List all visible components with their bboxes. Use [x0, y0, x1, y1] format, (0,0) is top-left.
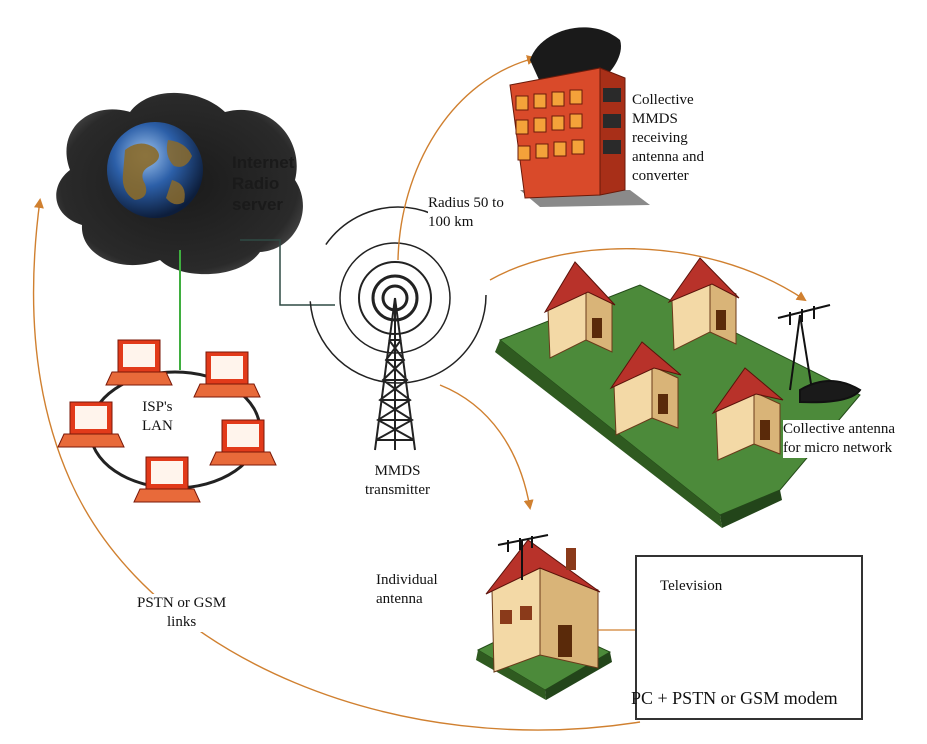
house-icon-2	[667, 257, 740, 351]
isp-lan-label: ISP's LAN	[136, 398, 179, 436]
arc-to-house	[439, 384, 534, 510]
server-cable	[240, 239, 335, 306]
radius-label: Radius 50 to 100 km	[428, 194, 504, 232]
arc-to-building	[397, 55, 537, 261]
laptop-icon-1	[105, 339, 173, 386]
pc-modem-label: PC + PSTN or GSM modem	[631, 688, 838, 708]
collective-antenna-icon	[777, 304, 862, 404]
tv-pc-panel	[635, 555, 863, 720]
arc-to-micro-network	[489, 247, 807, 302]
globe-icon	[107, 122, 203, 218]
house-icon-1	[543, 261, 616, 359]
laptop-icon-5	[133, 456, 201, 503]
internet-server-cloud	[56, 92, 303, 275]
individual-antenna-icon	[497, 534, 549, 580]
house-icon-3	[609, 341, 682, 436]
radio-wave-rings	[309, 206, 487, 384]
office-building	[509, 27, 650, 207]
internet-radio-server-label: Internet Radio server	[232, 153, 295, 214]
individual-antenna-label: Individual antenna	[376, 571, 438, 609]
micro-network-lawn	[495, 284, 861, 528]
house-icon-4	[711, 367, 784, 461]
laptop-icon-2	[193, 351, 261, 398]
collective-mmds-label: Collective MMDS receiving antenna and co…	[632, 91, 705, 186]
individual-house	[476, 534, 612, 700]
television-label: Television	[660, 578, 723, 594]
pstn-link-arc	[32, 198, 641, 731]
laptop-icon-3	[57, 401, 125, 448]
laptop-icon-4	[209, 419, 277, 466]
mmds-tower	[374, 297, 416, 451]
collective-antenna-label: Collective antenna for micro network	[783, 420, 896, 458]
mmds-transmitter-label: MMDS transmitter	[365, 462, 430, 500]
pstn-links-label: PSTN or GSM links	[137, 594, 227, 632]
